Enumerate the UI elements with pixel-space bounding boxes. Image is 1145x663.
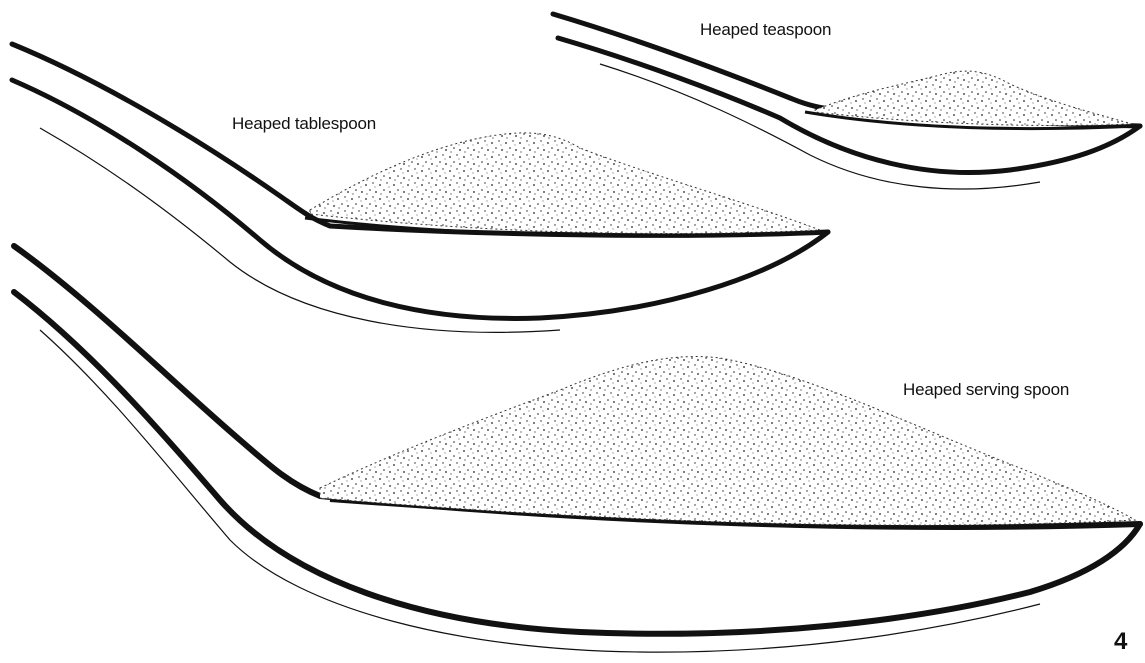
teaspoon-heaped-powder — [815, 71, 1132, 125]
teaspoon-icon — [553, 14, 1140, 189]
teaspoon-label: Heaped teaspoon — [700, 20, 831, 40]
serving-spoon-label: Heaped serving spoon — [903, 380, 1069, 400]
serving-spoon-icon — [14, 246, 1140, 652]
tablespoon-heaped-powder — [310, 133, 820, 234]
page-number: 4 — [1114, 628, 1127, 656]
tablespoon-label: Heaped tablespoon — [232, 114, 376, 134]
